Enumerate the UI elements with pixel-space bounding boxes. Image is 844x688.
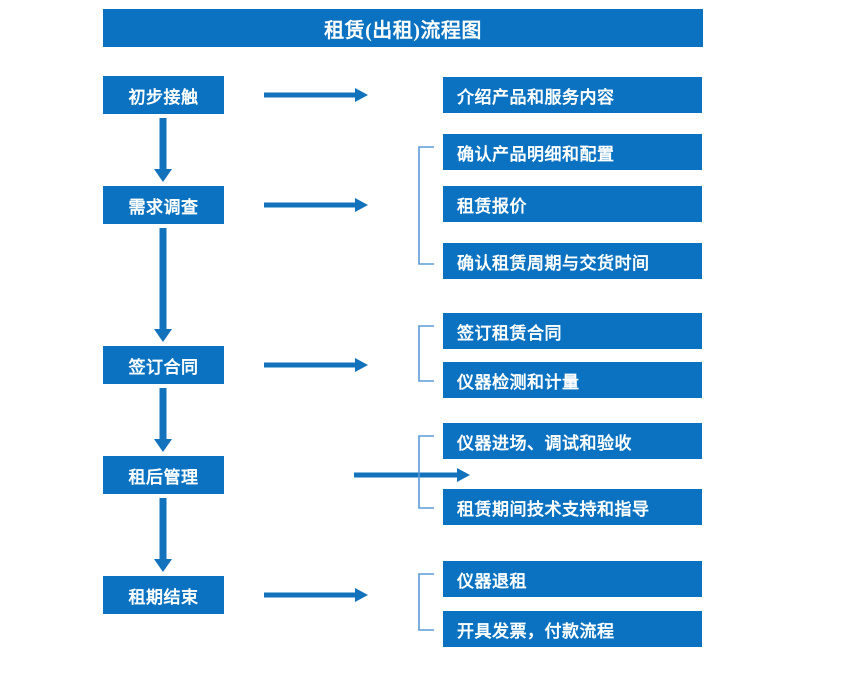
flow-arrow-right-icon bbox=[264, 354, 368, 376]
detail-box: 租赁期间技术支持和指导 bbox=[443, 489, 702, 525]
detail-box: 开具发票，付款流程 bbox=[443, 611, 702, 647]
stage-box: 初步接触 bbox=[103, 76, 224, 114]
stage-box: 签订合同 bbox=[103, 346, 224, 384]
detail-box: 签订租赁合同 bbox=[443, 313, 702, 349]
stage-box: 租期结束 bbox=[103, 576, 224, 614]
flow-arrow-right-icon bbox=[264, 584, 368, 606]
flow-arrow-down-icon bbox=[150, 118, 176, 182]
chart-title-bar: 租赁(出租)流程图 bbox=[103, 9, 703, 47]
detail-box: 仪器进场、调试和验收 bbox=[443, 423, 702, 459]
flow-arrow-down-icon bbox=[150, 498, 176, 572]
stage-box: 租后管理 bbox=[103, 456, 224, 494]
group-bracket bbox=[418, 146, 434, 265]
group-bracket bbox=[418, 325, 434, 382]
group-bracket bbox=[418, 435, 434, 509]
stage-box: 需求调查 bbox=[103, 186, 224, 224]
detail-box: 仪器退租 bbox=[443, 561, 702, 597]
flow-arrow-down-icon bbox=[150, 228, 176, 342]
detail-box: 租赁报价 bbox=[443, 186, 702, 222]
flow-arrow-right-icon bbox=[264, 84, 368, 106]
group-bracket bbox=[418, 573, 434, 631]
detail-box: 仪器检测和计量 bbox=[443, 362, 702, 398]
detail-box: 确认租赁周期与交货时间 bbox=[443, 243, 702, 279]
flow-arrow-right-icon bbox=[354, 464, 470, 486]
flow-arrow-right-icon bbox=[264, 194, 368, 216]
detail-box: 介绍产品和服务内容 bbox=[443, 77, 702, 113]
flow-arrow-down-icon bbox=[150, 388, 176, 452]
detail-box: 确认产品明细和配置 bbox=[443, 134, 702, 170]
